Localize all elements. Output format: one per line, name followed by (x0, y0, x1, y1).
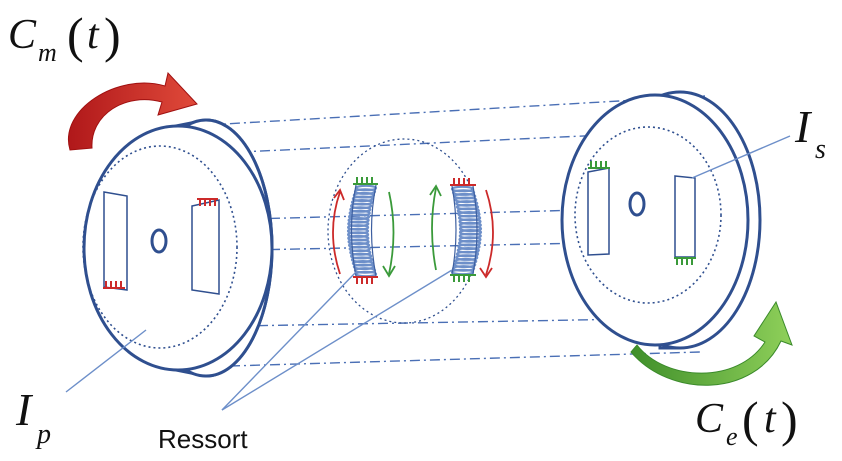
label-motor-torque-open-paren: ( (67, 7, 84, 63)
primary-flywheel-pitch-circle (82, 145, 238, 349)
label-exit-torque: C e ( t ) (695, 391, 798, 451)
spring-left-stop-bottom (353, 276, 378, 284)
spring-pointer-right (221, 269, 453, 411)
label-exit-torque-open-paren: ( (742, 391, 759, 447)
label-inertia-primary-main: I (15, 384, 34, 435)
primary-stop-bottom (103, 281, 125, 289)
spring-right (450, 185, 483, 276)
label-inertia-secondary-sub: s (815, 134, 826, 165)
primary-flywheel-front-face (82, 124, 274, 372)
spring-coil (450, 268, 475, 276)
spring-stage-circle (327, 138, 481, 324)
spring-stage (327, 138, 494, 324)
primary-spring-window-left (103, 191, 128, 291)
label-inertia-primary: I p (15, 384, 51, 450)
primary-flywheel-hub (150, 228, 168, 254)
secondary-stop-bottom (674, 257, 696, 265)
label-motor-torque-arg: t (87, 12, 100, 58)
secondary-spring-window-right (674, 175, 696, 258)
label-motor-torque-main: C (8, 12, 37, 58)
secondary-flywheel-hub (628, 191, 646, 217)
label-inertia-primary-sub: p (35, 419, 51, 450)
primary-flywheel (82, 118, 274, 378)
spring-right-stop-bottom (450, 274, 476, 282)
rotation-arrow-red-left (332, 188, 345, 275)
rotation-arrow-green-right (429, 184, 442, 271)
label-exit-torque-sub: e (726, 422, 738, 451)
label-motor-torque-sub: m (38, 38, 57, 67)
label-spring: Ressort (158, 424, 248, 454)
secondary-flywheel (560, 90, 762, 350)
spring-right-stop-top (450, 178, 476, 186)
primary-stop-top (197, 198, 218, 206)
motor-torque-arrow (67, 71, 198, 151)
rotation-arrow-red-right (479, 189, 494, 279)
label-inertia-secondary-main: I (794, 101, 813, 152)
secondary-flywheel-front-face (560, 93, 750, 347)
secondary-stop-top (588, 161, 610, 169)
label-motor-torque-close-paren: ) (104, 7, 121, 63)
inertia-primary-pointer (65, 329, 147, 393)
primary-spring-window-right (191, 199, 220, 295)
label-inertia-secondary: I s (794, 101, 826, 165)
secondary-flywheel-pitch-circle (574, 126, 722, 304)
secondary-spring-window-left (587, 167, 610, 256)
spring-left (346, 184, 378, 278)
exit-torque-arrow (630, 300, 793, 386)
rotation-arrow-green-left (382, 191, 396, 278)
guide-line-low-inner (237, 317, 691, 327)
label-exit-torque-arg: t (764, 396, 777, 442)
label-exit-torque-close-paren: ) (781, 391, 798, 447)
annotation-lines (65, 135, 791, 411)
spring-coil (354, 270, 378, 278)
inertia-secondary-pointer (691, 135, 791, 179)
spring-pointer-left (221, 271, 357, 411)
label-motor-torque: C m ( t ) (8, 7, 121, 67)
label-exit-torque-main: C (695, 396, 724, 442)
guide-line-low-outer (229, 351, 701, 367)
spring-left-stop-top (353, 177, 378, 185)
guide-line-top-outer (189, 95, 706, 127)
